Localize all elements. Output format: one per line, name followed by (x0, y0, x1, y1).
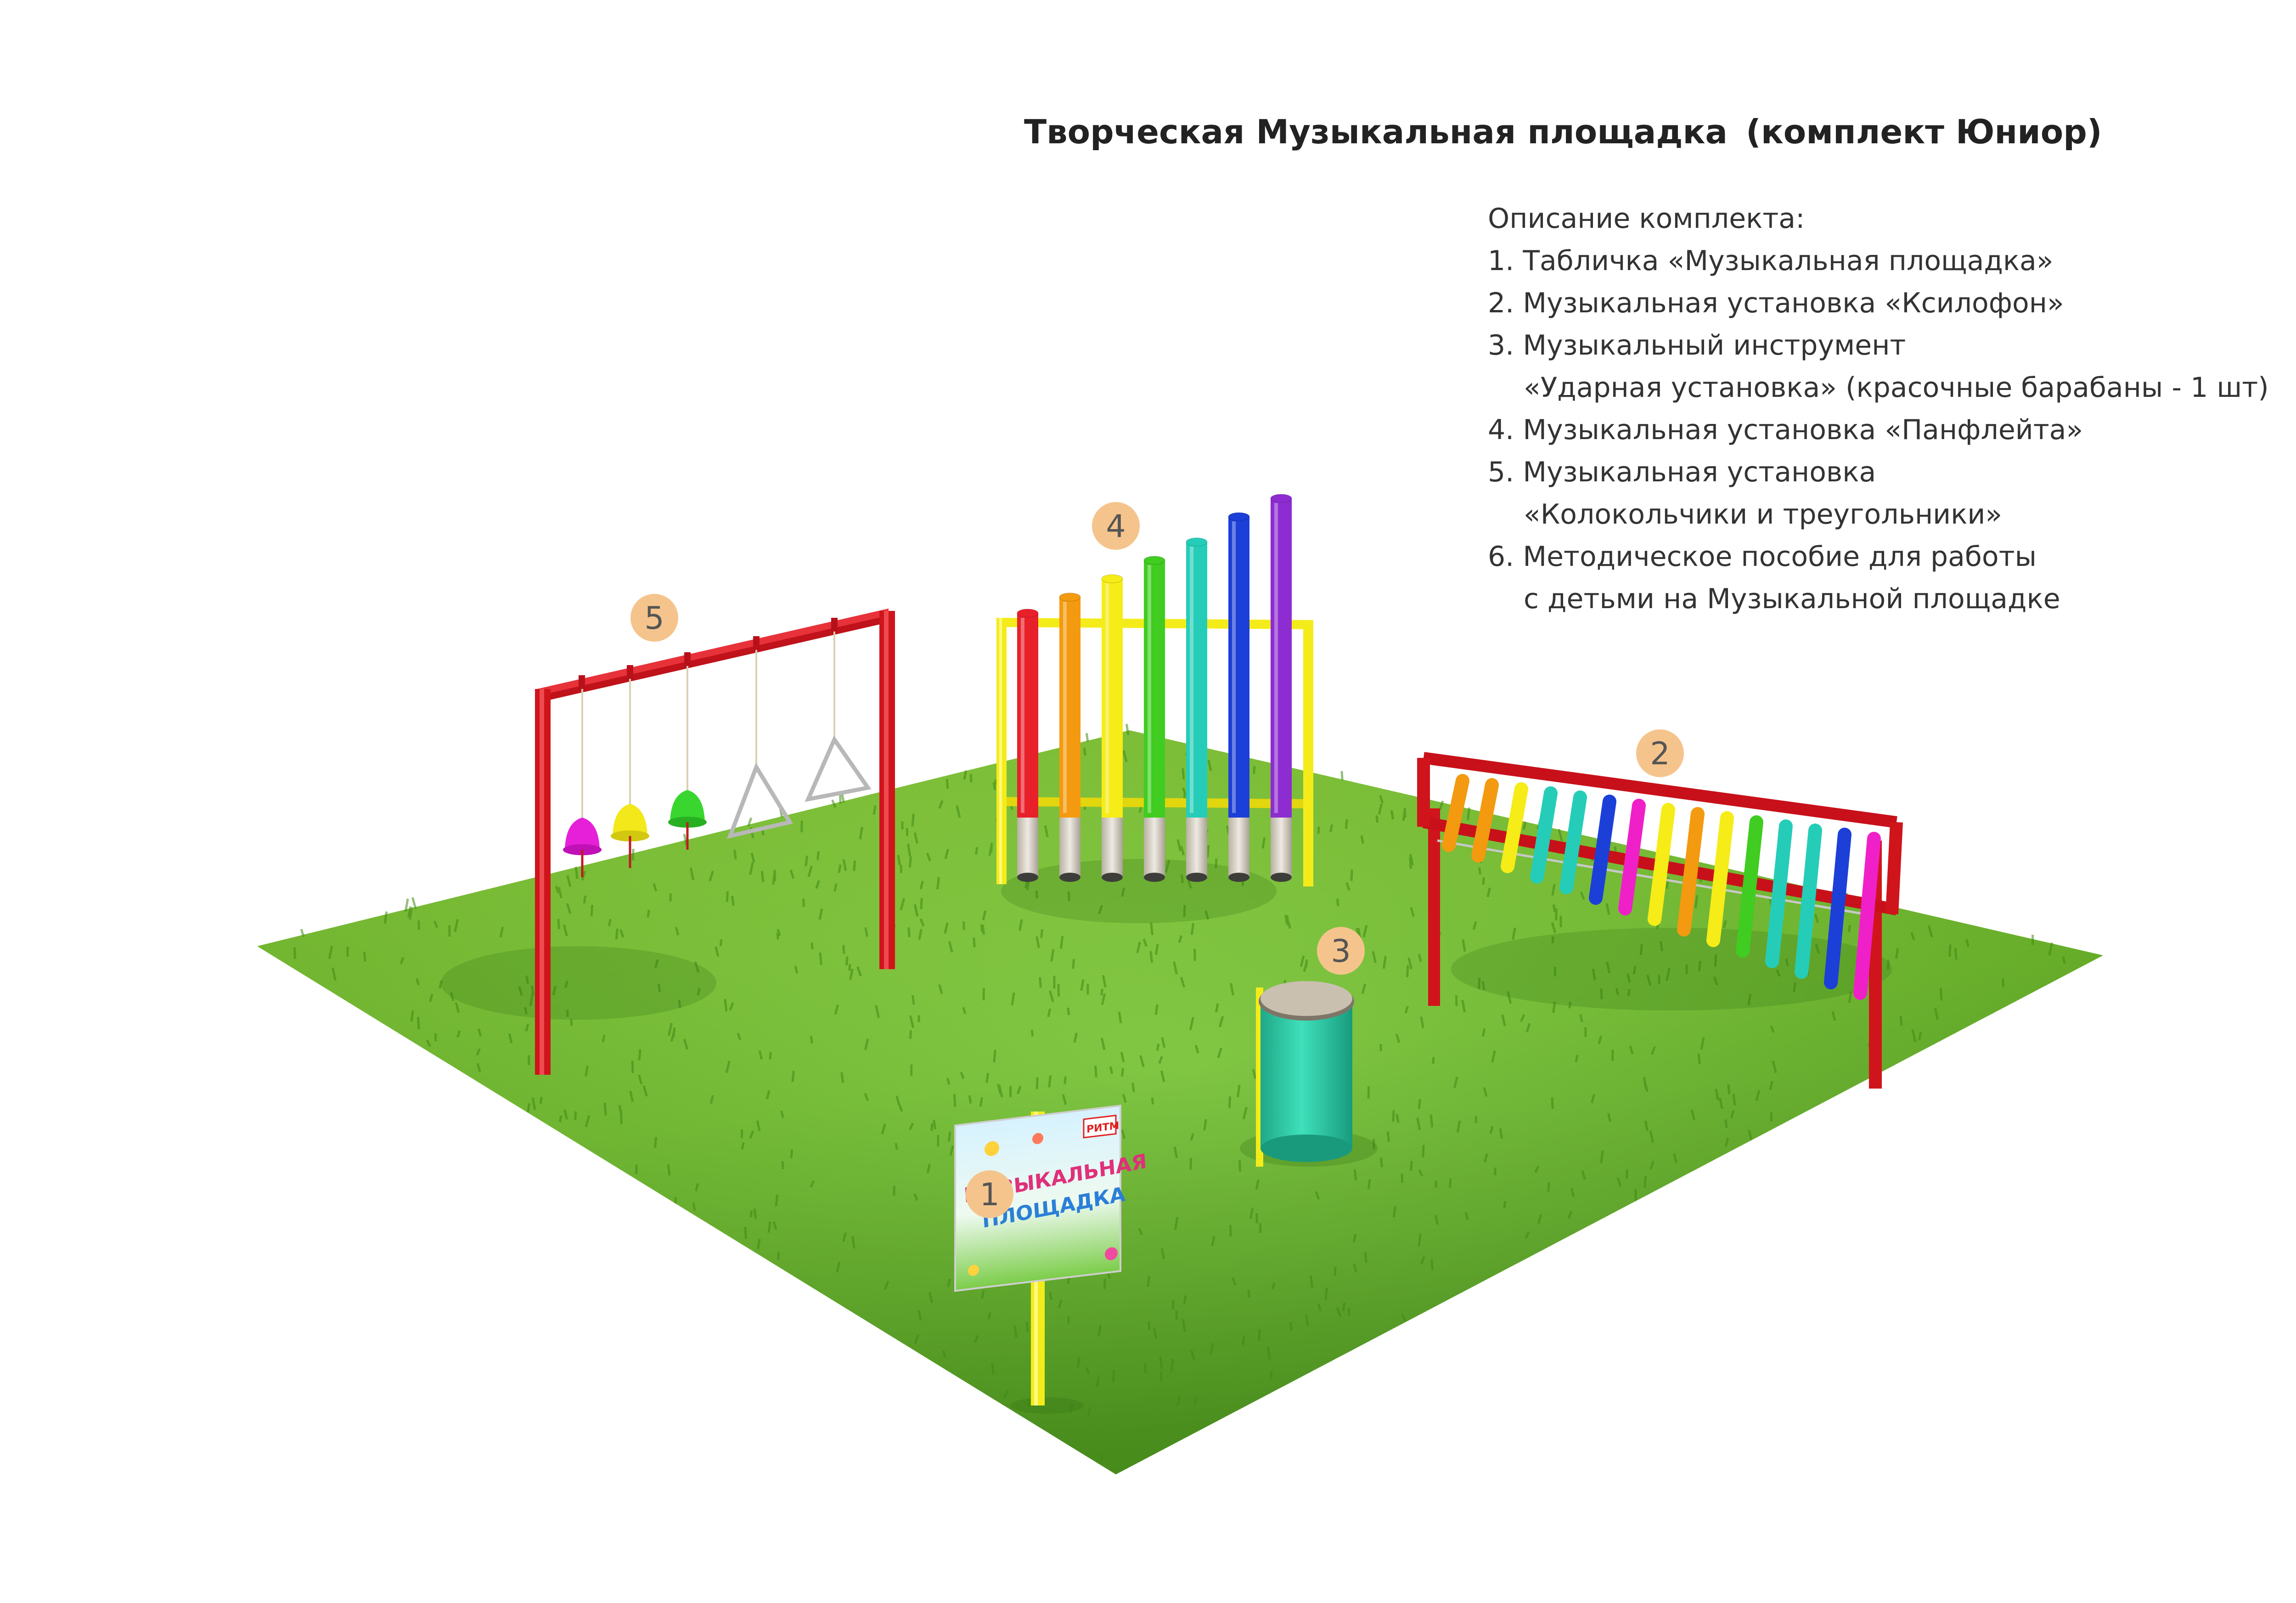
item-text: Музыкальная установка (1523, 456, 1876, 488)
xylophone-bar[interactable] (1677, 807, 1705, 937)
marker-label: 4 (1106, 508, 1125, 545)
item-number: 3. (1488, 329, 1514, 361)
item-text-continued: с детьми на Музыкальной площадке (1524, 583, 2060, 615)
panflute-pipe[interactable] (1059, 593, 1081, 882)
xylophone-bar[interactable] (1559, 790, 1587, 894)
marker-label: 1 (979, 1177, 999, 1213)
xylophone-bar[interactable] (1589, 795, 1616, 905)
item-number: 2. (1488, 287, 1514, 319)
xylophone-bar[interactable] (1736, 815, 1763, 958)
description-item-6: 6. Методическое пособие для работы с дет… (1488, 536, 2269, 620)
item-text-continued: «Ударная установка» (красочные барабаны … (1524, 372, 2269, 404)
panflute-pipe[interactable] (1017, 609, 1039, 882)
item-number: 6. (1488, 541, 1514, 573)
xylophone-bar[interactable] (1442, 774, 1469, 852)
panflute-pipe[interactable] (1186, 537, 1208, 882)
triangle-icon[interactable] (726, 762, 793, 839)
marker-2: 2 (1636, 729, 1684, 777)
item-text: Табличка «Музыкальная площадка» (1523, 245, 2054, 277)
xylophone-bar[interactable] (1706, 811, 1734, 947)
xylophone-bar[interactable] (1765, 819, 1793, 968)
item-text-continued: «Колокольчики и треугольники» (1524, 498, 2003, 531)
triangle-icon[interactable] (805, 735, 872, 802)
description-item-5: 5. Музыкальная установка «Колокольчики и… (1488, 451, 2269, 536)
description-list: Описание комплекта: 1. Табличка «Музыкал… (1488, 198, 2269, 620)
item-number: 1. (1488, 245, 1514, 277)
marker-label: 3 (1331, 933, 1351, 970)
xylophone-bar[interactable] (1824, 828, 1851, 989)
description-item-2: 2. Музыкальная установка «Ксилофон» (1488, 282, 2269, 324)
title-sub: (комплект Юниор) (1745, 113, 2102, 151)
item-text: Музыкальная установка «Панфлейта» (1523, 414, 2083, 446)
panflute-pipe[interactable] (1101, 574, 1123, 882)
bell-icon[interactable] (563, 818, 602, 877)
drum[interactable] (1240, 981, 1378, 1167)
item-text: Музыкальная установка «Ксилофон» (1523, 287, 2064, 319)
page-title: Творческая Музыкальная площадка (комплект… (1024, 113, 2102, 151)
item-number: 5. (1488, 456, 1514, 488)
description-item-1: 1. Табличка «Музыкальная площадка» (1488, 240, 2269, 282)
xylophone-bar[interactable] (1618, 799, 1646, 915)
item-text: Музыкальный инструмент (1523, 329, 1906, 361)
panflute-frame (996, 494, 1313, 923)
description-heading: Описание комплекта: (1488, 203, 1805, 235)
marker-label: 2 (1650, 736, 1670, 772)
panflute-pipe[interactable] (1270, 494, 1292, 882)
xylophone-bar[interactable] (1471, 778, 1499, 863)
xylophone-bar[interactable] (1795, 824, 1822, 979)
xylophone-frame (1417, 752, 1903, 1089)
item-number: 4. (1488, 414, 1514, 446)
grass-lawn (257, 723, 2103, 1474)
marker-1: 1 (966, 1170, 1013, 1218)
marker-label: 5 (644, 600, 664, 637)
xylophone-bar[interactable] (1530, 786, 1558, 884)
playground-sign: МУЗЫКАЛЬНАЯ ПЛОЩАДКА РИТМ (954, 1104, 1148, 1414)
xylophone-bar[interactable] (1501, 782, 1528, 873)
xylophone-bar[interactable] (1853, 832, 1881, 1000)
panflute-pipe[interactable] (1228, 512, 1250, 882)
title-main: Творческая Музыкальная площадка (1024, 113, 1728, 151)
description-item-3: 3. Музыкальный инструмент «Ударная устан… (1488, 324, 2269, 409)
marker-5: 5 (630, 594, 678, 642)
marker-4: 4 (1092, 502, 1140, 550)
description-item-4: 4. Музыкальная установка «Панфлейта» (1488, 409, 2269, 451)
sign-logo (1083, 1114, 1117, 1139)
bell-icon[interactable] (611, 804, 649, 868)
xylophone-bar[interactable] (1648, 803, 1675, 926)
item-text: Методическое пособие для работы (1523, 541, 2037, 573)
panflute-pipe[interactable] (1143, 556, 1165, 882)
marker-3: 3 (1317, 927, 1365, 975)
bells-frame (441, 609, 895, 1075)
bell-icon[interactable] (668, 790, 707, 850)
